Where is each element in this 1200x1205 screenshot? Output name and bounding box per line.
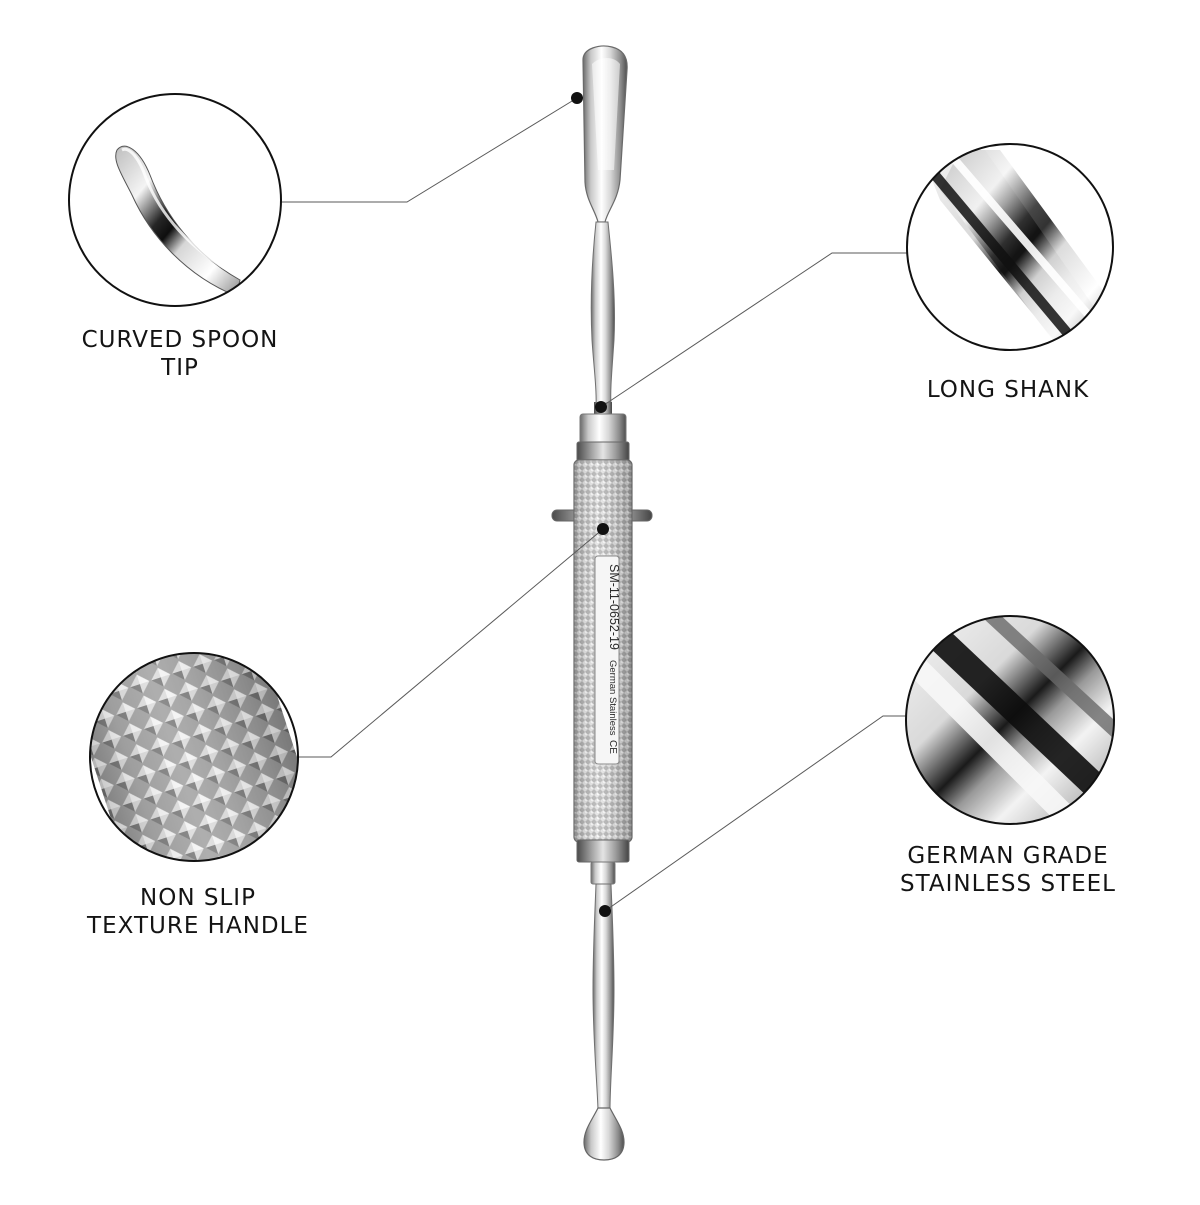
callout-line-spoon — [279, 97, 578, 203]
label-german-stainless-steel-line1: GERMAN GRADE — [907, 843, 1109, 869]
callout-line-handle — [296, 528, 604, 758]
stainless-steel-closeup — [905, 615, 1115, 825]
knurled-handle-closeup — [89, 652, 299, 862]
engraving-ce-mark: CE — [607, 740, 618, 754]
bottom-spoon-tip — [583, 1107, 625, 1161]
label-curved-spoon-tip-line1: CURVED SPOON — [81, 327, 279, 353]
callout-dot-spoon — [571, 92, 583, 104]
polished-shank-closeup — [906, 143, 1114, 351]
label-non-slip-handle: NON SLIP TEXTURE HANDLE — [58, 884, 338, 940]
dental-instrument: SM-11-0652-19 German Stainless CE — [551, 45, 653, 1161]
engraving-code: SM-11-0652-19 — [607, 564, 621, 650]
callout-dot-steel — [599, 905, 611, 917]
callout-lines — [279, 97, 910, 912]
top-collar — [579, 413, 627, 445]
callout-dots — [571, 92, 611, 917]
callout-dot-shank — [595, 401, 607, 413]
callout-line-shank — [600, 252, 908, 408]
label-curved-spoon-tip: CURVED SPOON TIP — [40, 326, 320, 382]
label-curved-spoon-tip-line2: TIP — [161, 355, 199, 381]
callout-line-steel — [604, 715, 910, 912]
top-shank — [590, 221, 616, 406]
engraving-material: German Stainless — [607, 660, 618, 736]
label-german-stainless-steel-line2: STAINLESS STEEL — [900, 871, 1116, 897]
curved-spoon-tip-closeup — [68, 93, 282, 307]
label-long-shank-line1: LONG SHANK — [926, 377, 1090, 403]
label-long-shank: LONG SHANK — [868, 376, 1148, 404]
bottom-collar — [576, 839, 630, 863]
label-german-stainless-steel: GERMAN GRADE STAINLESS STEEL — [868, 842, 1148, 898]
label-non-slip-handle-line2: TEXTURE HANDLE — [87, 913, 309, 939]
engraving-plate — [594, 555, 620, 765]
callout-dot-handle — [597, 523, 609, 535]
label-non-slip-handle-line1: NON SLIP — [140, 885, 256, 911]
bottom-shank — [592, 883, 615, 1111]
